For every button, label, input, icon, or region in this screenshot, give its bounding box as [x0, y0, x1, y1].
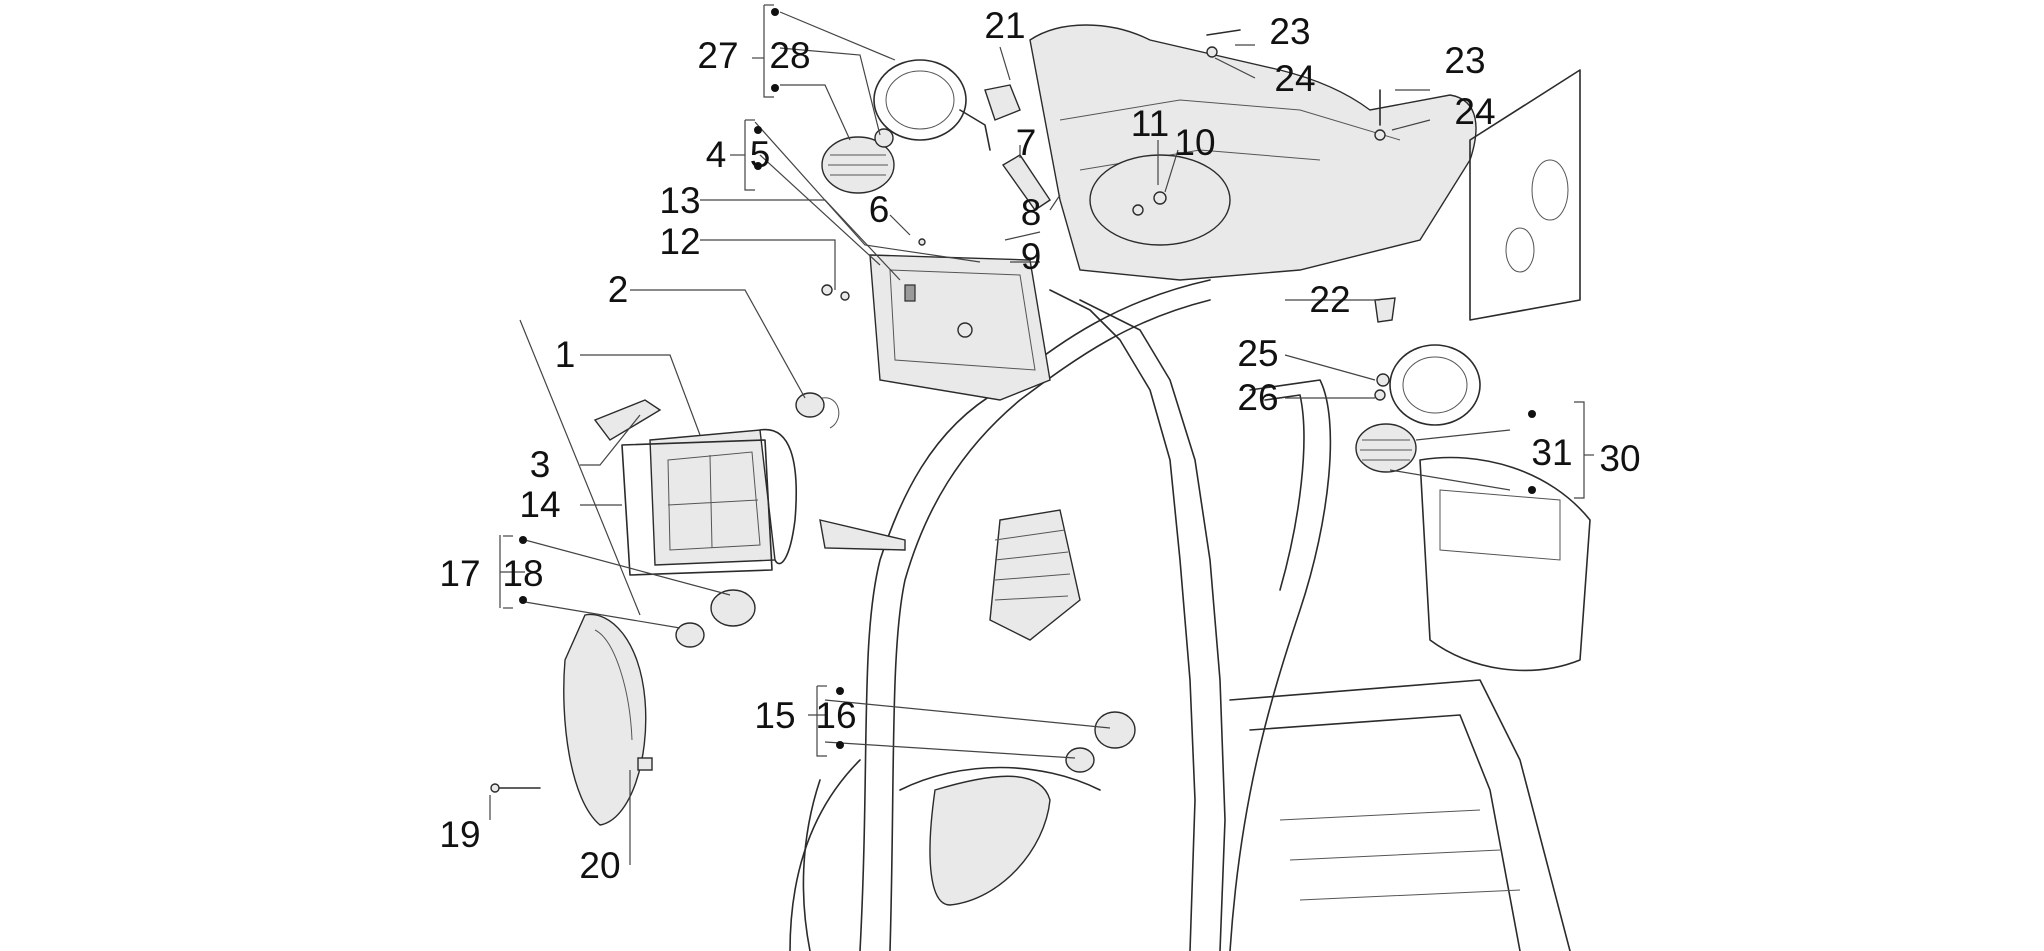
callout-15: 15 — [754, 695, 795, 736]
callout-11: 11 — [1131, 103, 1169, 144]
callout-numbers: 1 2 3 4 5 6 7 8 9 10 11 12 13 14 15 16 1… — [439, 5, 1640, 886]
callout-28: 28 — [769, 35, 810, 76]
callout-13: 13 — [659, 180, 700, 221]
callout-22: 22 — [1309, 279, 1350, 320]
callout-26: 26 — [1237, 377, 1278, 418]
callout-10: 10 — [1174, 122, 1215, 163]
callout-25: 25 — [1237, 333, 1278, 374]
callout-21: 21 — [984, 5, 1025, 46]
callout-24-top: 24 — [1274, 58, 1315, 99]
callout-1: 1 — [555, 334, 576, 375]
callout-14: 14 — [519, 484, 560, 525]
callout-19: 19 — [439, 814, 480, 855]
callout-24-right: 24 — [1454, 91, 1495, 132]
callout-20: 20 — [579, 845, 620, 886]
leader-lines — [489, 4, 1594, 865]
callout-3: 3 — [530, 444, 551, 485]
callout-12: 12 — [659, 221, 700, 262]
callout-18: 18 — [502, 553, 543, 594]
callout-16: 16 — [815, 695, 856, 736]
callout-8: 8 — [1021, 192, 1042, 233]
callout-23-top: 23 — [1269, 11, 1310, 52]
callout-7: 7 — [1016, 122, 1037, 163]
callout-9: 9 — [1021, 236, 1042, 277]
callout-2: 2 — [608, 269, 629, 310]
callout-27: 27 — [697, 35, 738, 76]
callout-31: 31 — [1531, 432, 1572, 473]
callout-5: 5 — [750, 134, 771, 175]
callout-30: 30 — [1599, 438, 1640, 479]
callout-6: 6 — [869, 189, 890, 230]
callout-4: 4 — [706, 134, 727, 175]
callout-17: 17 — [439, 553, 480, 594]
parts-art — [490, 29, 1417, 906]
leader-dots — [519, 8, 1536, 749]
scooter-body-art — [789, 24, 1591, 951]
callout-23-right: 23 — [1444, 40, 1485, 81]
